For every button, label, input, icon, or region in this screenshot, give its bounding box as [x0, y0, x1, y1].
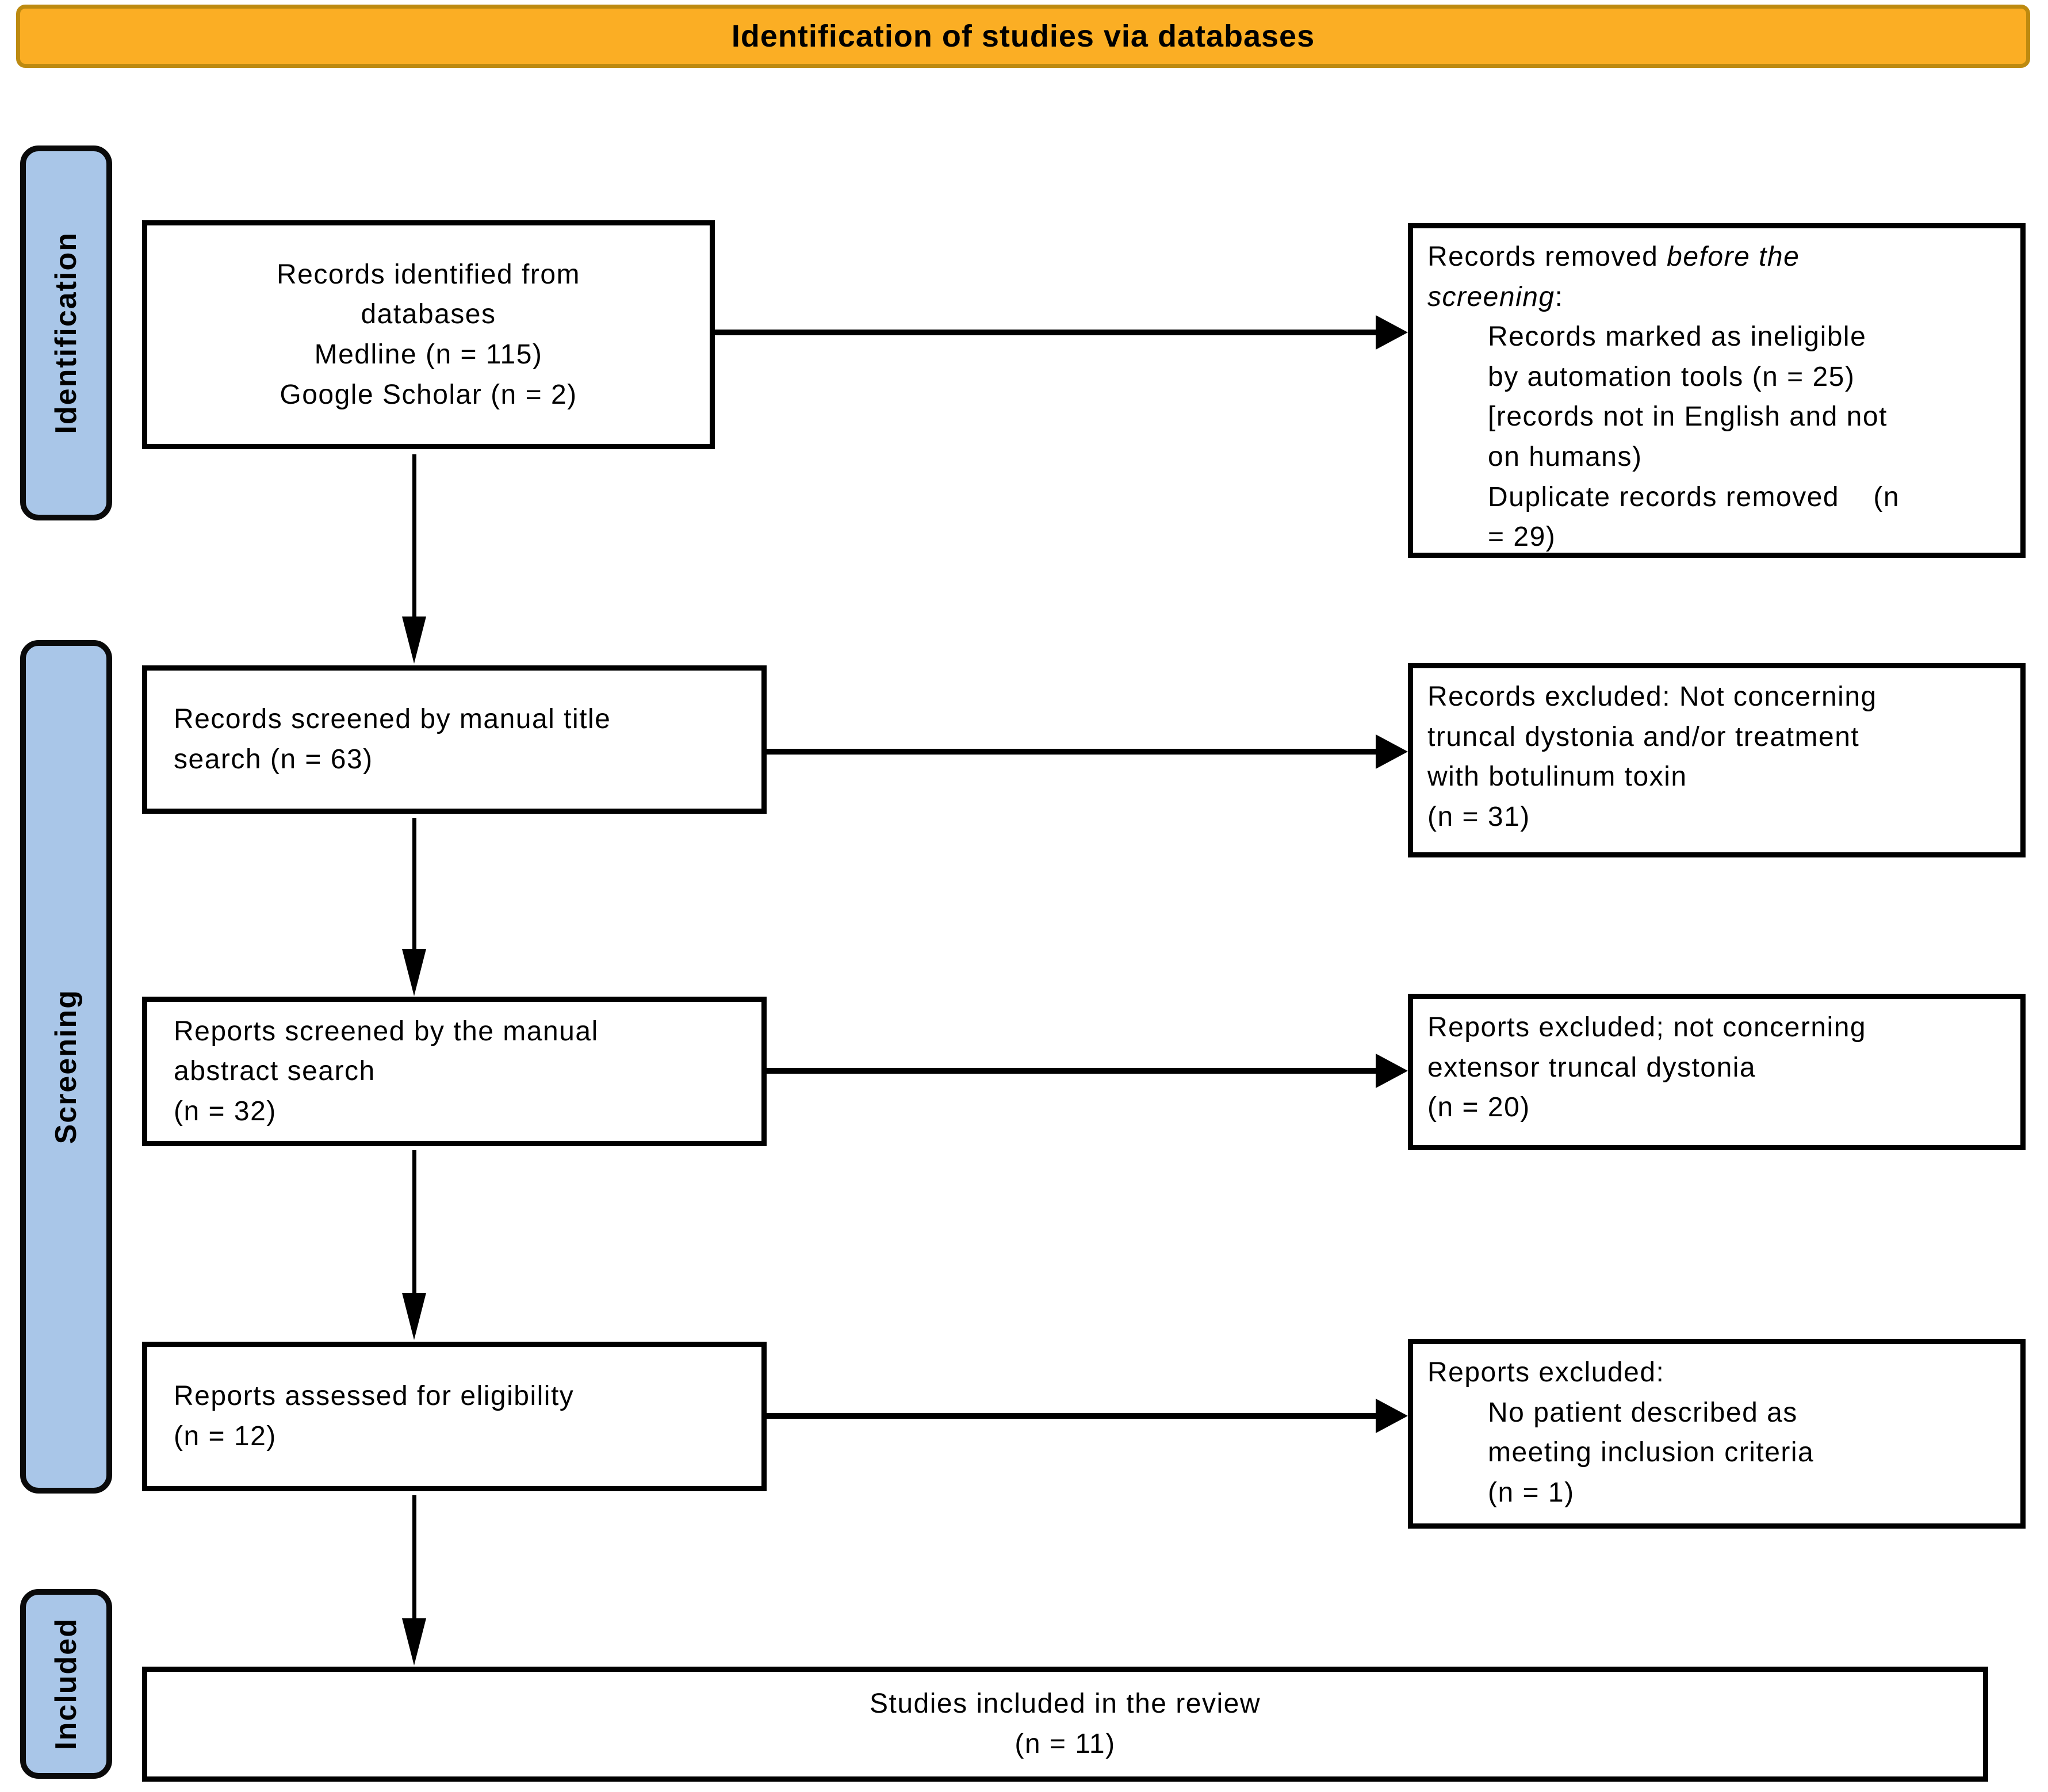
stage-label-text: Screening	[49, 989, 83, 1144]
text-line: screening:	[1427, 281, 1564, 312]
text-line: Records screened by manual title	[174, 704, 611, 735]
text-line: Records excluded: Not concerning	[1427, 681, 1877, 712]
box-records-removed: Records removed before the screening: Re…	[1408, 223, 2026, 558]
text-line: (n = 1)	[1488, 1477, 1575, 1508]
arrow-head-down-icon	[402, 1618, 426, 1665]
text-line: with botulinum toxin	[1427, 761, 1687, 792]
text-line: (n = 31)	[1427, 801, 1530, 832]
text-line: Duplicate records removed (n	[1488, 481, 1900, 512]
text-line: (n = 20)	[1427, 1092, 1530, 1123]
text-line: Reports excluded:	[1427, 1357, 1665, 1388]
text-line: extensor truncal dystonia	[1427, 1052, 1756, 1083]
arrow-line	[412, 454, 416, 618]
arrow-head-down-icon	[402, 1293, 426, 1340]
stage-label-screening: Screening	[20, 640, 112, 1494]
arrow-head-right-icon	[1376, 315, 1408, 350]
box-reports-screened: Reports screened by the manual abstract …	[142, 997, 767, 1146]
text-line: meeting inclusion criteria	[1488, 1437, 1815, 1468]
arrow-head-down-icon	[402, 617, 426, 664]
arrow-head-right-icon	[1376, 1054, 1408, 1088]
banner-title: Identification of studies via databases	[731, 19, 1315, 53]
stage-label-text: Identification	[49, 232, 83, 434]
text-line: Records marked as ineligible	[1488, 321, 1867, 353]
text-line: Medline (n = 115)	[314, 339, 543, 370]
text-line: on humans)	[1488, 441, 1643, 472]
text-line: No patient described as	[1488, 1397, 1798, 1428]
arrow-line	[412, 1150, 416, 1294]
text-line: [records not in English and not	[1488, 401, 1888, 432]
arrow-line	[412, 1495, 416, 1621]
box-records-identified: Records identified from databases Medlin…	[142, 220, 715, 449]
arrow-line	[412, 818, 416, 950]
text-line: = 29)	[1488, 522, 1556, 553]
stage-label-identification: Identification	[20, 145, 112, 520]
box-records-screened: Records screened by manual title search …	[142, 665, 767, 814]
text-line: (n = 12)	[174, 1421, 277, 1452]
box-records-excluded: Records excluded: Not concerning truncal…	[1408, 663, 2026, 857]
box-reports-excluded-abstract: Reports excluded; not concerning extenso…	[1408, 994, 2026, 1150]
arrow-line	[715, 330, 1376, 335]
box-reports-excluded-eligibility: Reports excluded: No patient described a…	[1408, 1339, 2026, 1529]
text-line: (n = 32)	[174, 1096, 277, 1127]
text-line: search (n = 63)	[174, 744, 373, 775]
arrow-line	[767, 1413, 1376, 1419]
text-line: Records removed before the	[1427, 242, 1800, 272]
box-reports-assessed: Reports assessed for eligibility (n = 12…	[142, 1342, 767, 1491]
stage-label-text: Included	[49, 1618, 83, 1750]
arrow-head-right-icon	[1376, 734, 1408, 769]
text-line: Reports assessed for eligibility	[174, 1381, 575, 1412]
text-line: truncal dystonia and/or treatment	[1427, 721, 1860, 752]
arrow-line	[767, 749, 1376, 755]
text-line: databases	[361, 299, 496, 330]
text-line: Records identified from	[276, 259, 581, 290]
text-line: Reports excluded; not concerning	[1427, 1012, 1867, 1043]
text-line: by automation tools (n = 25)	[1488, 361, 1855, 392]
stage-label-included: Included	[20, 1589, 112, 1779]
arrow-line	[767, 1068, 1376, 1074]
banner-identification-of-studies: Identification of studies via databases	[16, 5, 2030, 68]
text-line: abstract search	[174, 1056, 376, 1087]
arrow-head-down-icon	[402, 949, 426, 996]
box-studies-included: Studies included in the review (n = 11)	[142, 1667, 1988, 1782]
arrow-head-right-icon	[1376, 1399, 1408, 1433]
text-line: Google Scholar (n = 2)	[280, 379, 577, 410]
text-line: (n = 11)	[1015, 1729, 1116, 1759]
text-line: Reports screened by the manual	[174, 1016, 599, 1047]
text-line: Studies included in the review	[869, 1688, 1261, 1720]
